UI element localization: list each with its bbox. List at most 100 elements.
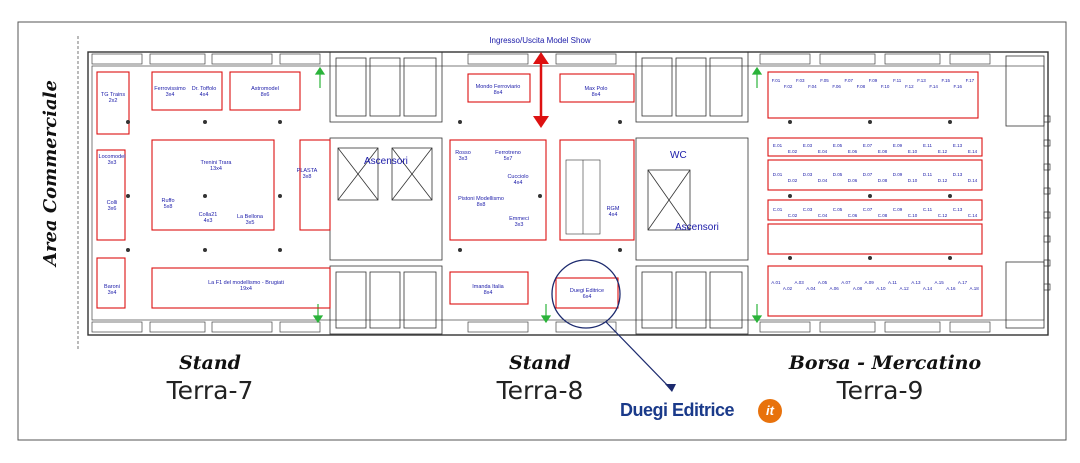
market-booth-code: A.05 (817, 280, 828, 285)
market-booth-code: A.18 (969, 286, 979, 291)
market-booth-code: F.11 (893, 78, 902, 83)
market-booth-code: A.03 (794, 280, 804, 285)
market-booth-code: A.04 (806, 286, 816, 291)
market-booth-code: A.11 (888, 280, 897, 285)
market-booth-code: F.15 (941, 78, 950, 83)
market-booth-code: D.10 (907, 178, 918, 183)
market-booth-code: D.03 (802, 172, 813, 177)
market-booth-code: F.16 (953, 84, 963, 89)
market-booth-code: D.02 (787, 178, 798, 183)
market-booth-code: D.09 (892, 172, 903, 177)
market-booth-code: A.02 (782, 286, 793, 291)
market-booth-code: E.11 (923, 143, 932, 148)
market-booth-code: C.08 (877, 213, 888, 218)
market-booth-code: C.14 (967, 213, 978, 218)
top-wall-segments (91, 53, 991, 65)
market-booth-code: A.06 (829, 286, 839, 291)
market-booth-code: D.11 (922, 172, 933, 177)
market-booth-code: F.12 (905, 84, 914, 89)
market-booth-code: F.03 (796, 78, 805, 83)
market-booth-code: C.02 (787, 213, 798, 218)
exit-arrows (312, 66, 763, 324)
logo-text: Duegi Editrice (620, 400, 735, 420)
market-booth-code: D.14 (967, 178, 978, 183)
market-booth-code: E.14 (967, 149, 978, 154)
bottom-wall-segments (91, 321, 991, 333)
market-booth-code: D.08 (877, 178, 888, 183)
market-booth-code: F.05 (820, 78, 829, 83)
escalator (565, 159, 601, 235)
market-booth-code: C.11 (922, 207, 933, 212)
market-booth-code: E.03 (802, 143, 813, 148)
market-booth-code: D.13 (952, 172, 963, 177)
market-booth-code: D.07 (862, 172, 873, 177)
section-title-terra7: Stand (179, 352, 241, 374)
building-outline (87, 51, 1049, 336)
market-booth-code: A.10 (876, 286, 886, 291)
market-booth-code: D.12 (937, 178, 948, 183)
columns (126, 120, 952, 260)
market-booth-code: F.06 (832, 84, 841, 89)
market-booth-code: F.04 (808, 84, 817, 89)
entrance-arrow (533, 52, 549, 128)
market-booth-code: F.14 (929, 84, 938, 89)
market-booth-code: F.10 (880, 84, 890, 89)
market-booth-code: C.06 (847, 213, 858, 218)
booths-terra7 (96, 71, 331, 309)
logo-badge-icon: it (758, 399, 782, 423)
section-subtitle-terra8: Terra-8 (496, 376, 584, 405)
market-booth-code: A.09 (864, 280, 874, 285)
market-booth-code: C.10 (907, 213, 918, 218)
section-title-terra8: Stand (509, 352, 571, 374)
market-booth-code: A.16 (946, 286, 956, 291)
market-booth-code: D.01 (772, 172, 783, 177)
right-stair-bottom (1005, 261, 1045, 329)
market-booth-code: E.01 (772, 143, 783, 148)
market-booth-code: F.01 (771, 78, 781, 83)
area-commerciale-label: Area Commerciale (40, 80, 61, 266)
elevator-label-right: Ascensori (675, 222, 719, 233)
core-right (635, 51, 749, 335)
market-booth-code: E.09 (892, 143, 903, 148)
market-booth-code: E.06 (847, 149, 858, 154)
market-booth-code: E.05 (832, 143, 843, 148)
market-booth-code: A.12 (899, 286, 909, 291)
market-booth-code: C.13 (952, 207, 963, 212)
market-booth-code: A.15 (934, 280, 944, 285)
market-booth-code: F.09 (868, 78, 878, 83)
market-booth-code: A.17 (957, 280, 968, 285)
booths-terra9 (767, 71, 983, 317)
market-booth-code: D.05 (832, 172, 843, 177)
section-subtitle-terra9: Terra-9 (836, 376, 924, 405)
duegi-pointer-line (605, 321, 673, 391)
market-booth-code: A.13 (911, 280, 921, 285)
right-stair (1005, 55, 1045, 127)
market-booth-code: A.01 (771, 280, 781, 285)
market-booth-code: F.08 (856, 84, 866, 89)
right-edge-windows (1043, 115, 1051, 291)
market-booth-code: C.07 (862, 207, 873, 212)
market-booth-code: E.02 (787, 149, 798, 154)
market-booth-code: A.07 (841, 280, 851, 285)
market-booth-code: E.04 (817, 149, 828, 154)
market-booth-code: E.07 (862, 143, 873, 148)
market-booth-code: F.17 (965, 78, 975, 83)
market-booth-code: C.04 (817, 213, 828, 218)
market-booth-code: A.08 (852, 286, 863, 291)
